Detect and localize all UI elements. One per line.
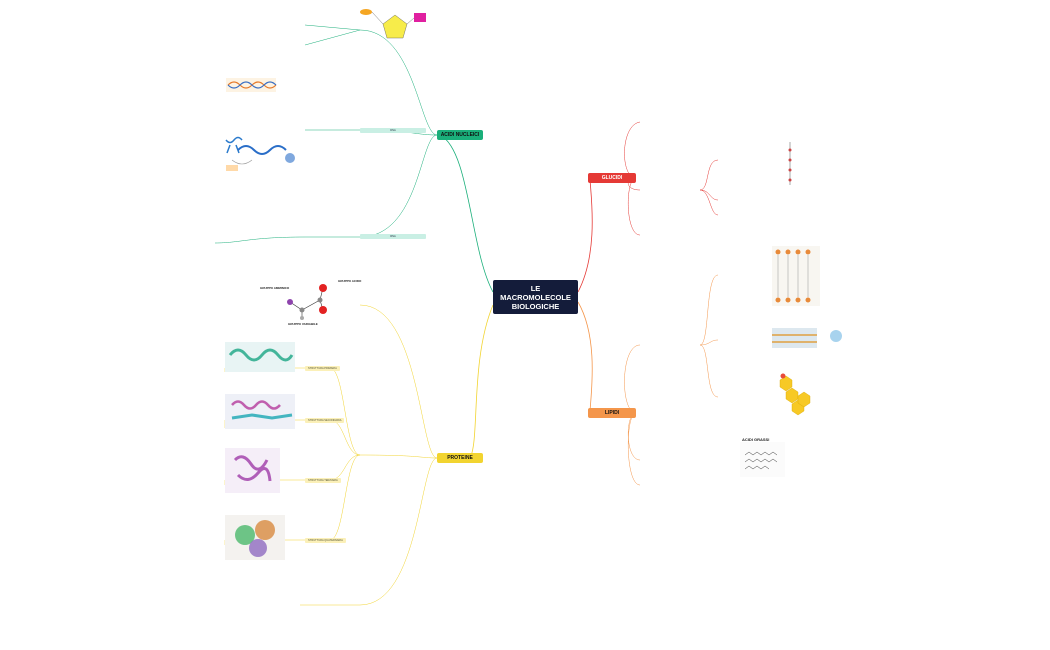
tag-struttura-primaria[interactable]: STRUTTURA PRIMARIA <box>305 366 340 371</box>
connector-pr-3 <box>359 457 438 606</box>
label-acidi-grassi: ACIDI GRASSI <box>742 437 770 442</box>
connector-gl-5 <box>699 189 719 201</box>
secondary-structure-image <box>225 394 295 429</box>
connector-an-5 <box>214 236 306 244</box>
connector-pr-4 <box>329 367 361 456</box>
tertiary-structure-image <box>225 448 280 493</box>
connector-an-1 <box>304 24 361 31</box>
connector-an-top <box>359 29 438 136</box>
amino-acid-illustration <box>287 284 327 320</box>
tag-struttura-terziaria[interactable]: STRUTTURA TERZIARIA <box>305 478 341 483</box>
connector-li-4 <box>699 274 719 346</box>
tag-struttura-quaternaria[interactable]: STRUTTURA QUATERNARIA <box>305 538 346 543</box>
tag-dna[interactable]: DNA <box>360 128 426 133</box>
connector-proteine <box>469 304 494 459</box>
central-line-1: LE <box>530 283 541 293</box>
connector-li-5 <box>699 339 719 346</box>
central-line-2: MACROMOLECOLE <box>500 292 571 302</box>
label-gruppo-variabile: GRUPPO VARIABILE <box>288 322 318 326</box>
label-gruppo-acido: GRUPPO ACIDO <box>338 279 362 283</box>
connector-lipidi <box>577 301 593 414</box>
connector-an-rna <box>359 134 438 238</box>
lipid-bilayer-illustration <box>772 246 820 306</box>
branch-acidi-nucleici[interactable]: ACIDI NUCLEICI <box>437 130 483 140</box>
connector-pr-1 <box>359 304 438 459</box>
glucose-chain-illustration <box>788 142 792 185</box>
connector-pr-7 <box>329 454 361 541</box>
tag-struttura-secondaria[interactable]: STRUTTURA SECONDARIA <box>305 418 345 423</box>
branch-glucidi[interactable]: GLUCIDI <box>588 173 636 183</box>
connector-glucidi <box>577 177 593 293</box>
central-line-3: BIOLOGICHE <box>511 301 560 311</box>
steroid-illustration <box>779 373 811 416</box>
connector-pr-5 <box>329 419 361 456</box>
connector-li-1 <box>624 344 641 414</box>
connector-pr-6 <box>329 454 361 481</box>
fatty-acids-illustration <box>740 442 785 477</box>
branch-lipidi[interactable]: LIPIDI <box>588 408 636 418</box>
label-gruppo-amminico: GRUPPO AMMINICO <box>260 286 290 290</box>
connector-pr-2 <box>359 454 438 459</box>
tag-rna[interactable]: RNA <box>360 234 426 239</box>
dna-illustration <box>226 78 277 92</box>
connector-gl-3 <box>628 177 641 236</box>
connector-li-6 <box>699 344 719 398</box>
central-topic[interactable]: LE MACROMOLECOLE BIOLOGICHE <box>493 280 578 314</box>
connector-an-2 <box>304 29 361 46</box>
connector-gl-4 <box>699 159 719 191</box>
connector-li-2 <box>627 412 641 461</box>
chromosome-illustration <box>225 136 295 171</box>
connector-gl-6 <box>699 189 719 216</box>
connector-acidi-nucleici <box>439 134 494 293</box>
connector-gl-1 <box>624 121 641 179</box>
membrane-illustration <box>772 328 842 348</box>
nucleotide-illustration <box>360 9 426 39</box>
branch-proteine[interactable]: PROTEINE <box>437 453 483 463</box>
